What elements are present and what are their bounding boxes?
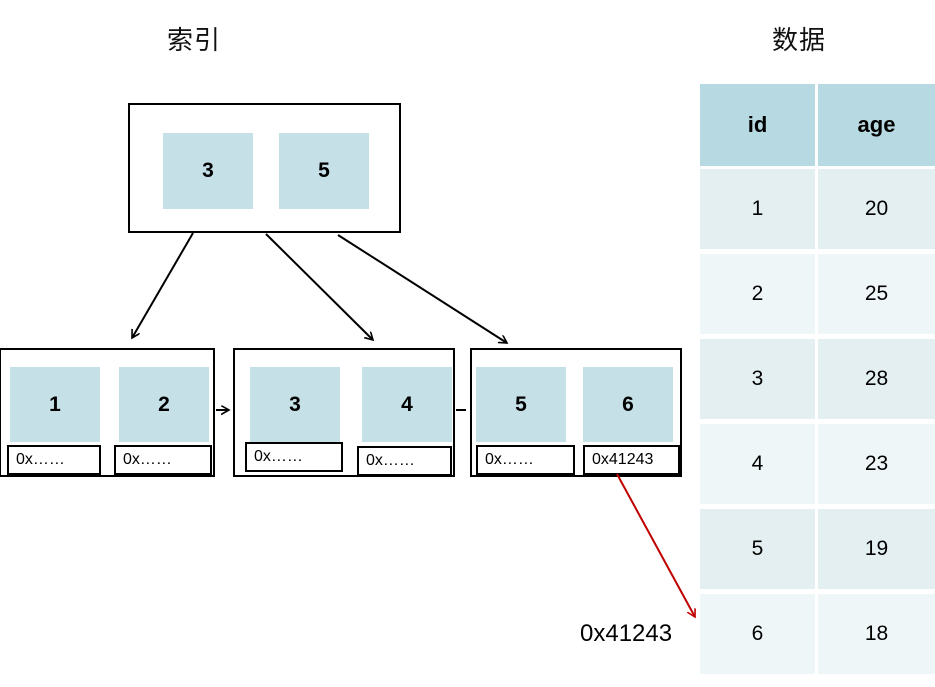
root-key: 5 [279,133,369,209]
root-to-leaf3-arrow [337,234,507,343]
data-table: id age 1 20 2 25 3 28 4 23 5 19 6 18 [700,84,935,674]
data-section-title: 数据 [772,25,827,55]
leaf-node-2: 3 4 0x…… 0x…… [233,348,455,477]
record-address-label: 0x41243 [580,620,673,647]
root-to-leaf1-arrow [131,232,194,338]
record-pointer: 0x…… [245,442,343,472]
table-cell: 20 [818,169,935,249]
leaf-key: 6 [583,367,673,442]
table-cell: 28 [818,339,935,419]
leaf-key: 3 [250,367,340,442]
leaf-key: 1 [10,367,100,442]
leaf-key: 2 [119,367,209,442]
table-cell: 23 [818,424,935,504]
index-section-title: 索引 [167,25,222,55]
table-cell: 6 [700,594,815,674]
table-cell: 1 [700,169,815,249]
table-cell: 5 [700,509,815,589]
root-to-leaf2-arrow [265,233,373,340]
record-pointer: 0x…… [7,445,101,475]
leaf-node-1: 1 2 0x…… 0x…… [0,348,215,477]
leaf-node-3: 5 6 0x…… 0x41243 [470,348,682,477]
record-pointer: 0x…… [357,446,452,476]
record-pointer: 0x…… [476,445,575,475]
record-pointer: 0x…… [114,445,212,475]
table-cell: 19 [818,509,935,589]
table-cell: 4 [700,424,815,504]
root-key: 3 [163,133,253,209]
leaf-key: 4 [362,367,452,442]
table-cell: 3 [700,339,815,419]
root-node: 3 5 [128,103,401,233]
table-header-id: id [700,84,815,166]
table-cell: 2 [700,254,815,334]
record-pointer-highlight: 0x41243 [583,445,680,475]
table-cell: 25 [818,254,935,334]
table-header-age: age [818,84,935,166]
leaf-key: 5 [476,367,566,442]
table-cell: 18 [818,594,935,674]
pointer-to-record-arrow [616,473,695,617]
